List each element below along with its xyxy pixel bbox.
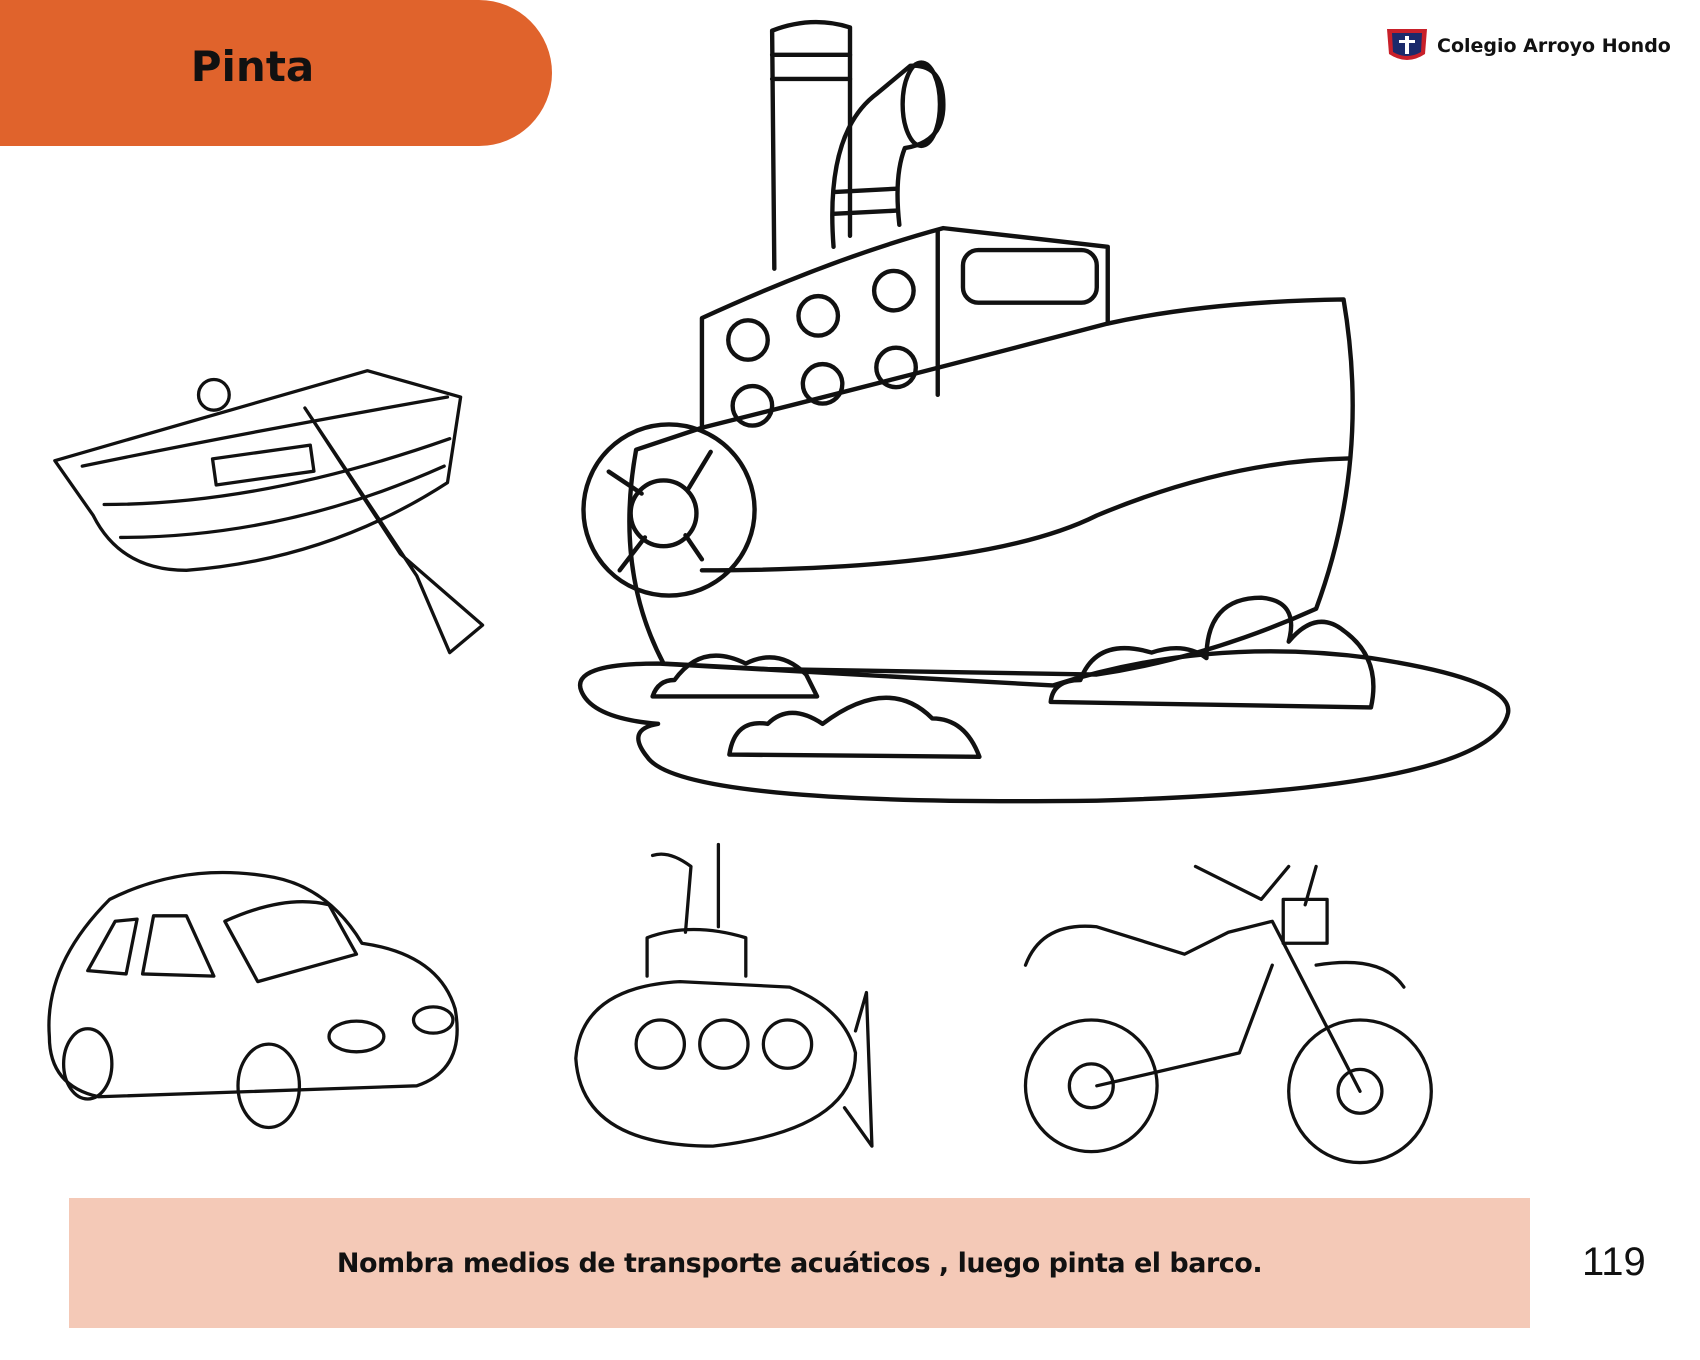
- school-header: Colegio Arroyo Hondo: [1385, 26, 1671, 66]
- instruction-text: Nombra medios de transporte acuáticos , …: [336, 1247, 1263, 1279]
- instruction-box: Nombra medios de transporte acuáticos , …: [69, 1198, 1530, 1328]
- school-crest-icon: [1387, 29, 1427, 60]
- page-number: 119: [1582, 1240, 1646, 1284]
- page-title: Pinta: [190, 42, 315, 91]
- submarine-illustration: [574, 842, 874, 1148]
- ship-illustration: [577, 19, 1511, 804]
- motorcycle-illustration: [1023, 864, 1433, 1165]
- title-banner: Pinta: [0, 0, 552, 146]
- car-illustration: [47, 870, 459, 1130]
- school-name: Colegio Arroyo Hondo: [1437, 35, 1671, 57]
- rowboat-illustration: [53, 369, 485, 655]
